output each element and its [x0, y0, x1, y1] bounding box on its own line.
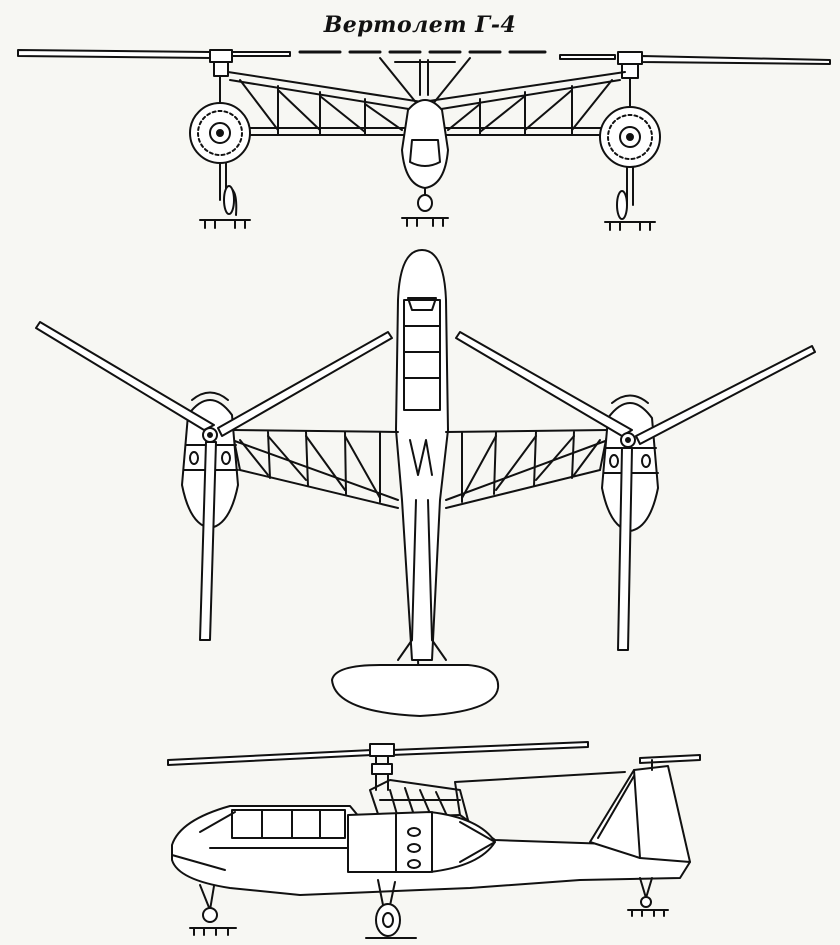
- top-view: [36, 250, 815, 716]
- side-view: [168, 742, 700, 938]
- drawing-title: Вертолет Г-4: [323, 12, 517, 38]
- front-view: [18, 50, 830, 230]
- top-right-rotor-blades: [456, 332, 815, 650]
- side-tail-fin: [590, 755, 700, 862]
- side-landing-gear: [190, 878, 668, 938]
- top-left-rotor-blades: [36, 322, 392, 640]
- front-landing-gear: [200, 163, 655, 230]
- top-tailplane: [332, 665, 498, 716]
- front-left-engine: [190, 76, 250, 163]
- front-right-engine: [600, 78, 660, 167]
- top-truss: [232, 430, 608, 508]
- front-fuselage: [402, 60, 448, 188]
- side-main-rotor: [168, 742, 588, 790]
- top-fuselage: [396, 250, 448, 710]
- side-engine-nacelle: [348, 772, 625, 872]
